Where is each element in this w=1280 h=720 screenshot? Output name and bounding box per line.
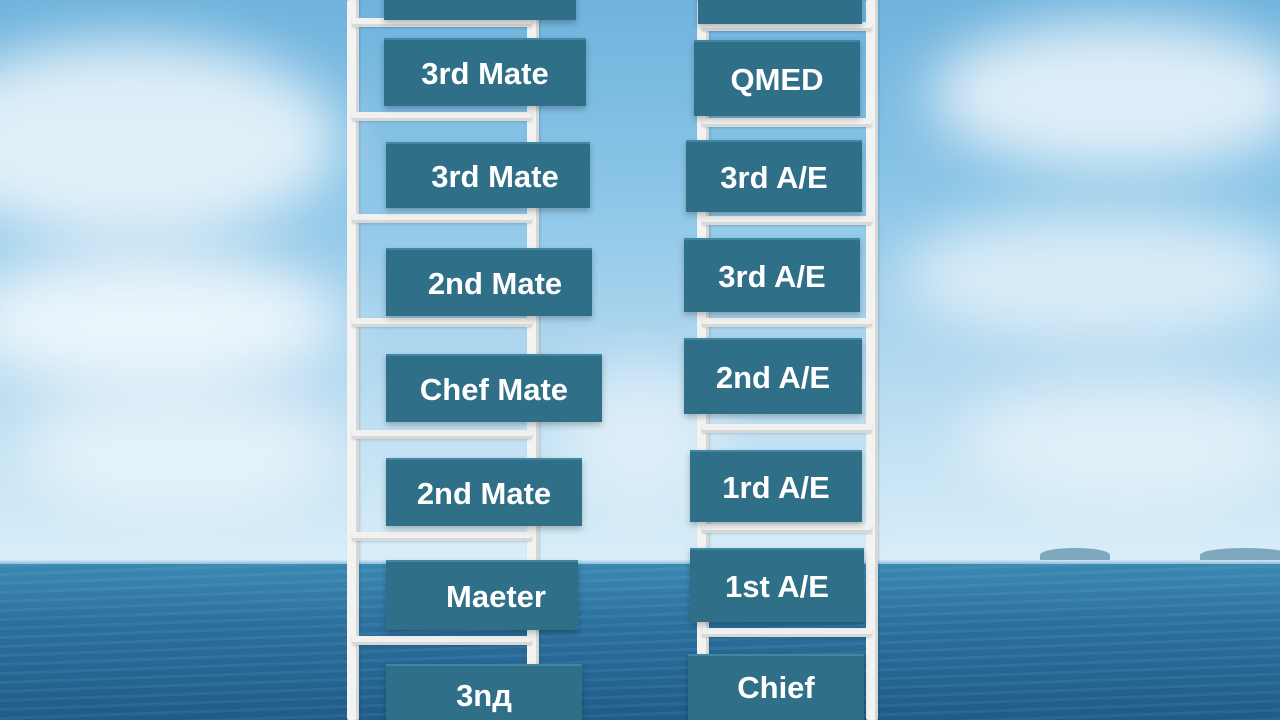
cloud	[900, 210, 1280, 340]
ladder-rung	[352, 430, 532, 439]
rank-sign-left: 3rd Mate	[384, 38, 586, 106]
rank-sign-left: 3rd Mate	[386, 142, 590, 208]
rank-sign-right: 3rd A/E	[686, 140, 862, 212]
ladder-rung	[352, 112, 532, 121]
rank-sign-right: 3rd A/E	[684, 238, 860, 312]
island	[1200, 548, 1280, 562]
ladder-rung	[702, 524, 872, 533]
ladder-rung	[352, 636, 532, 645]
rank-sign-left: Maeter	[386, 560, 578, 630]
ladder-rung	[702, 118, 872, 127]
cloud	[0, 40, 340, 240]
ladder-rung	[352, 214, 532, 223]
ladder-rung	[352, 18, 532, 27]
ladder-rail	[866, 0, 878, 720]
sky	[0, 0, 1280, 564]
rank-sign-left: Chef Mate	[386, 354, 602, 422]
ladder-rung	[702, 424, 872, 433]
rank-sign-right: 2nd A/E	[684, 338, 862, 414]
rank-sign-left: 2nd Mate	[386, 248, 592, 316]
ladder-rung	[702, 318, 872, 327]
ladder-rung	[352, 532, 532, 541]
ladder-rung	[702, 22, 872, 31]
rank-sign-left	[384, 0, 576, 20]
cloud	[0, 250, 340, 390]
rank-sign-left: 2nd Mate	[386, 458, 582, 526]
rank-sign-right: QMED	[694, 40, 860, 116]
ladder-rung	[352, 318, 532, 327]
ladder-rail	[347, 0, 359, 720]
horizon	[0, 560, 1280, 566]
cloud	[20, 390, 340, 510]
ladder-rung	[702, 628, 872, 637]
cloud	[930, 20, 1280, 170]
rank-sign-right	[698, 0, 862, 24]
rank-sign-left: 3nд	[386, 664, 582, 720]
rank-sign-right: 1rd A/E	[690, 450, 862, 522]
rank-sign-right: 1st A/E	[690, 548, 864, 622]
island	[1040, 548, 1110, 562]
rank-sign-right: Chief	[688, 654, 864, 720]
cloud	[960, 380, 1280, 500]
ladder-rung	[702, 216, 872, 225]
sea	[0, 564, 1280, 720]
